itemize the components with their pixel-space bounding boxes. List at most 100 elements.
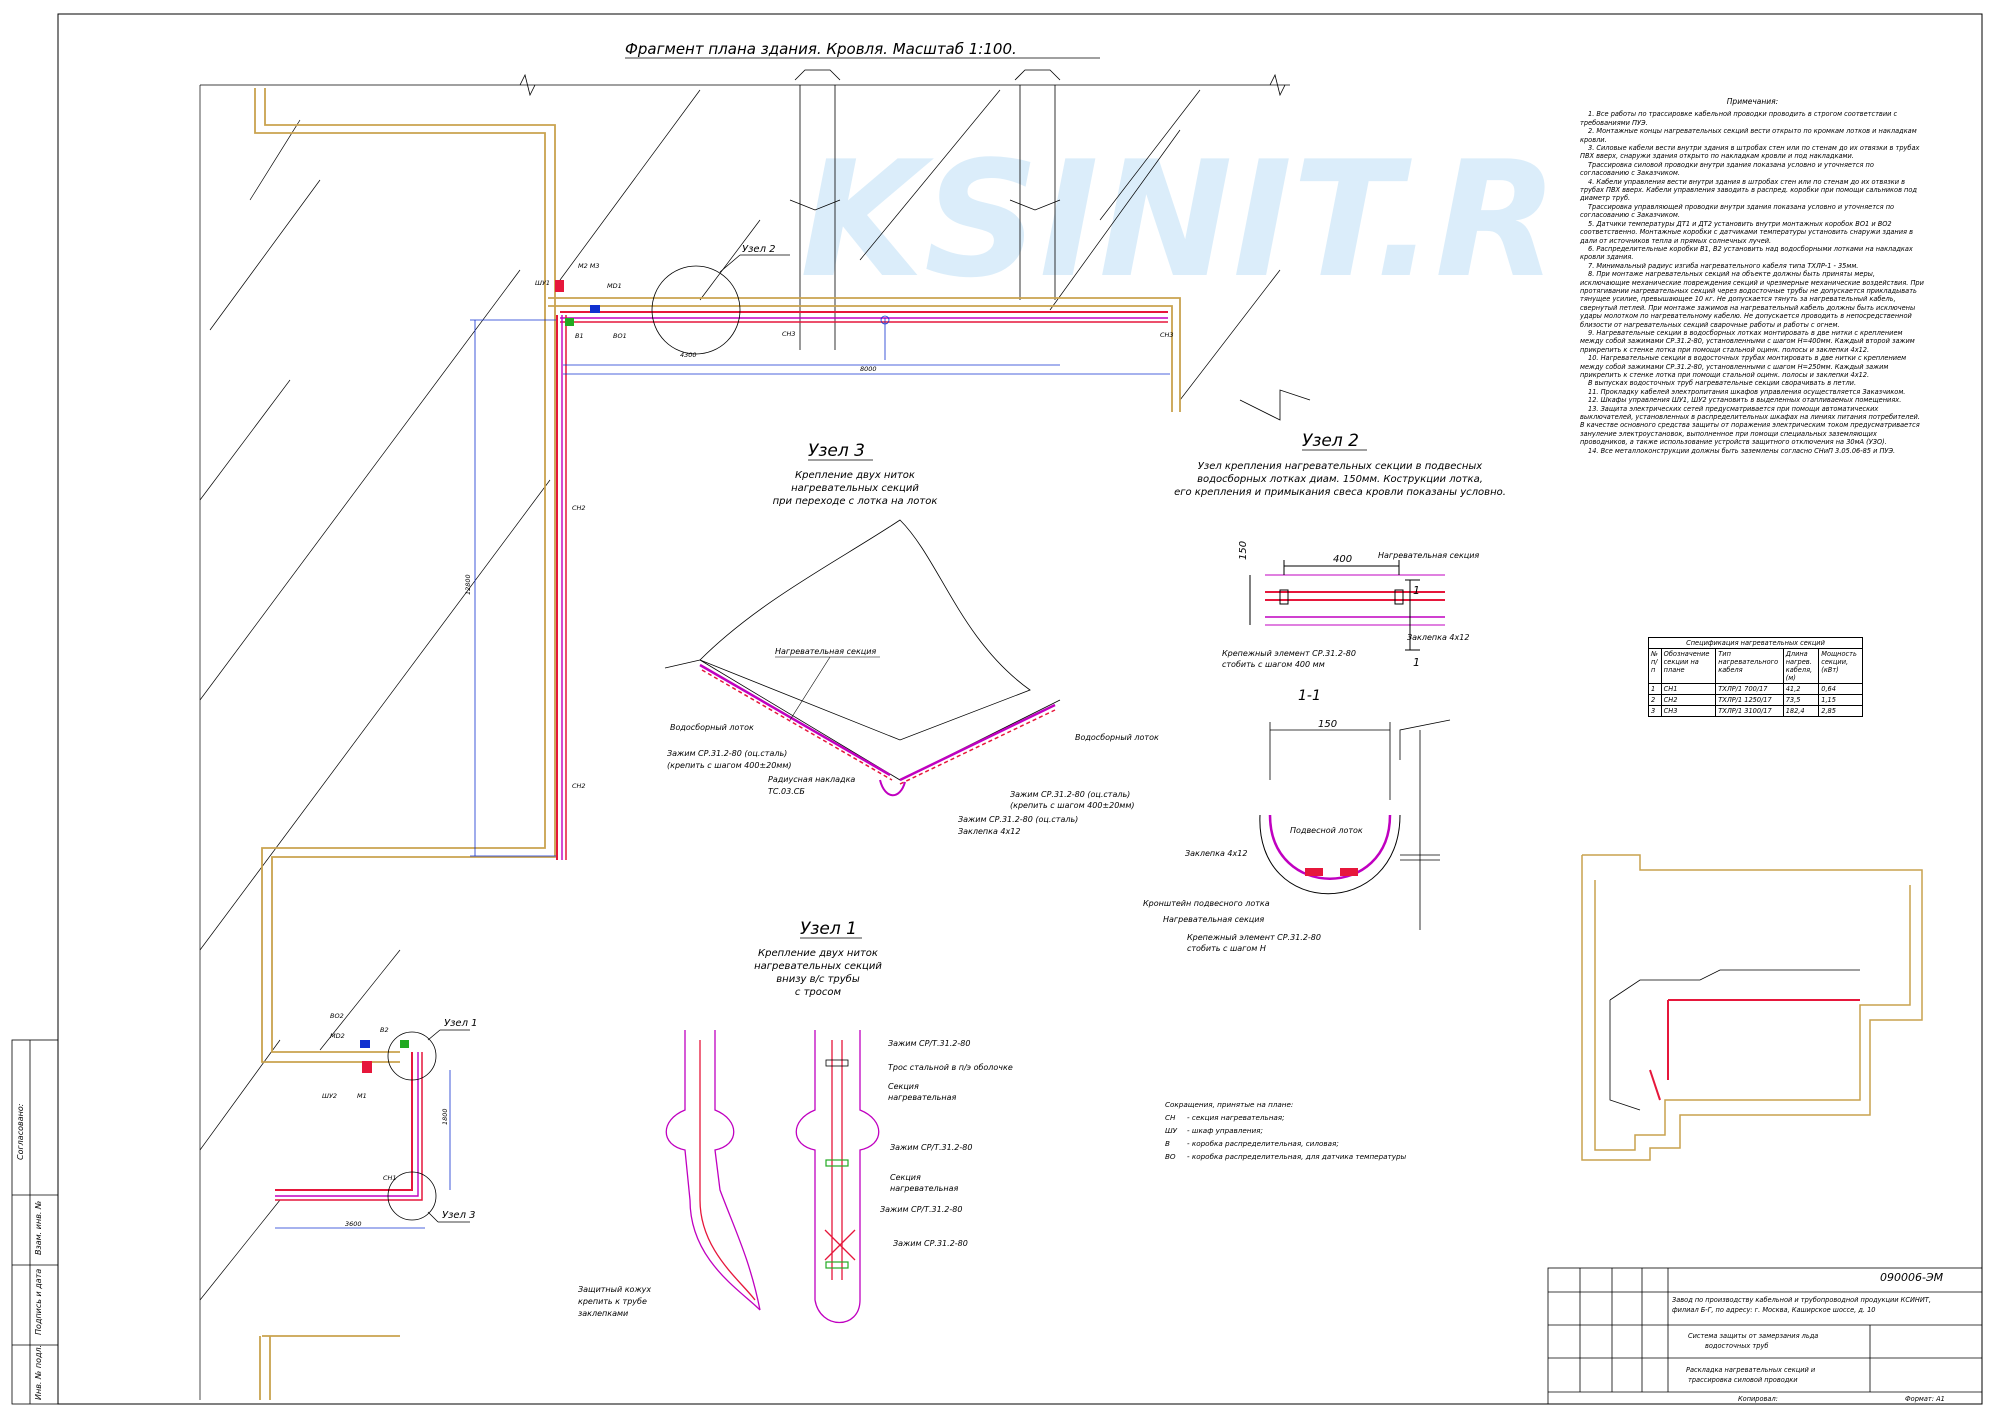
label-m2m3: М2 М3 xyxy=(578,262,600,270)
note-item: В выпусках водосточных труб нагревательн… xyxy=(1588,379,1857,388)
uzel3-clamp-right-2: (крепить с шагом 400±20мм) xyxy=(1010,801,1134,810)
note-item: 6. Распределительные коробки В1, В2 уста… xyxy=(1580,244,1913,262)
note-item: 5. Датчики температуры ДТ1 и ДТ2 установ… xyxy=(1580,219,1913,245)
table-row: 3 СН3 ТХЛР/1 3100/17 182,4 2,85 xyxy=(1648,705,1863,717)
uzel3-tray-left: Водосборный лоток xyxy=(670,723,754,732)
sheet-frame xyxy=(57,13,1983,1405)
uzel1-section1-2: нагревательная xyxy=(888,1093,956,1102)
uzel3-clamp-bottom-2: Заклепка 4х12 xyxy=(958,827,1020,836)
label-bo1: ВО1 xyxy=(613,332,627,340)
cell: ТХЛР/1 1250/17 xyxy=(1715,694,1784,706)
uzel1-cover-2: крепить к трубе xyxy=(578,1297,647,1306)
dim-4300: 4300 xyxy=(680,351,697,359)
uzel2-fix-2: стобить с шагом 400 мм xyxy=(1222,660,1325,669)
doc-code: 090006-ЭМ xyxy=(1880,1271,1944,1284)
label-v2: В2 xyxy=(380,1026,389,1034)
uzel1-clamp2: Зажим СР/Т.31.2-80 xyxy=(890,1143,972,1152)
label-sn2a: СН2 xyxy=(572,504,586,512)
cell: ТХЛР/1 3100/17 xyxy=(1715,705,1784,717)
uzel3-subtitle-3: при переходе с лотка на лоток xyxy=(773,496,938,507)
note-item: Трассировка управляющей проводки внутри … xyxy=(1580,202,1895,220)
cell: ТХЛР/1 700/17 xyxy=(1715,683,1784,695)
cell: 3 xyxy=(1648,705,1662,717)
uzel1-rope: Трос стальной в п/э оболочке xyxy=(888,1063,1013,1072)
abbreviations: Сокращения, принятые на плане: СН- секци… xyxy=(1165,1098,1406,1163)
note-item: Трассировка силовой проводки внутри здан… xyxy=(1580,160,1874,178)
label-sn3b: СН3 xyxy=(1160,331,1174,339)
note-item: 12. Шкафы управления ШУ1, ШУ2 установить… xyxy=(1588,396,1902,405)
note-item: 4. Кабели управления вести внутри здания… xyxy=(1580,177,1917,203)
abbr-row: ВО- коробка распределительная, для датчи… xyxy=(1165,1152,1407,1161)
building-hatch xyxy=(199,84,1290,1400)
note-item: 8. При монтаже нагревательных секций на … xyxy=(1580,270,1924,329)
label-sn1: СН1 xyxy=(383,1174,397,1182)
uzel1-subtitle-1: Крепление двух ниток xyxy=(758,948,878,959)
uzel2-subtitle-3: его крепления и примыкания свеса кровли … xyxy=(1174,487,1506,498)
abbr-row: В- коробка распределительная, силовая; xyxy=(1165,1139,1339,1148)
uzel2-cut-bottom: 1 xyxy=(1413,656,1420,669)
section11-rivet: Заклепка 4х12 xyxy=(1185,849,1247,858)
uzel2-dim-150: 150 xyxy=(1238,541,1249,560)
notes-head: Примечания: xyxy=(1726,97,1779,106)
abbr-row: ШУ- шкаф управления; xyxy=(1165,1126,1263,1135)
uzel3-radius-1: Радиусная накладка xyxy=(768,775,855,784)
cell: 1 xyxy=(1648,683,1662,695)
uzel2-title: Узел 2 xyxy=(1302,431,1359,451)
label-shu2: ШУ2 xyxy=(322,1092,337,1100)
table-row: 2 СН2 ТХЛР/1 1250/17 73,5 1,15 xyxy=(1648,694,1863,706)
section11-bracket: Кронштейн подвесного лотка xyxy=(1143,899,1270,908)
uzel1-subtitle-2: нагревательных секций xyxy=(754,961,882,972)
spec-header: № п/п xyxy=(1648,648,1662,684)
watermark: KSINIT.R xyxy=(800,126,1558,313)
section11-drawing xyxy=(1259,719,1451,930)
uzel3-clamp-left-2: (крепить с шагом 400±20мм) xyxy=(667,761,791,770)
cell: 2,85 xyxy=(1818,705,1863,717)
uzel1-subtitle-4: с тросом xyxy=(795,987,842,998)
heating-section-sn1 xyxy=(275,1052,423,1201)
uzel1-cover-3: заклепками xyxy=(578,1309,628,1318)
ref-uzel3: Узел 3 xyxy=(442,1210,476,1221)
plan-devices xyxy=(360,280,600,1073)
uzel1-clamp4: Зажим СР.31.2-80 xyxy=(893,1239,968,1248)
dim-3600: 3600 xyxy=(345,1220,362,1228)
section11-section: Нагревательная секция xyxy=(1163,915,1264,924)
label-md2: МD2 xyxy=(330,1032,345,1040)
uzel3-radius-2: ТС.03.СБ xyxy=(768,787,805,796)
dim-12800: 12800 xyxy=(464,574,472,595)
spec-header: Тип нагревательного кабеля xyxy=(1715,648,1784,684)
spec-header: Мощность секции, (кВт) xyxy=(1818,648,1863,684)
note-item: 9. Нагревательные секции в водосборных л… xyxy=(1580,328,1915,354)
cell: 182,4 xyxy=(1782,705,1820,717)
cell: СН3 xyxy=(1660,705,1717,717)
label-b1: В1 xyxy=(575,332,584,340)
heating-section-sn2 xyxy=(556,315,567,860)
tb-system-1: Система защиты от замерзания льда xyxy=(1688,1332,1819,1340)
note-item: 14. Все металлоконструкции должны быть з… xyxy=(1588,446,1896,455)
title-block-lines xyxy=(11,1039,1983,1405)
tb-copied: Копировал: xyxy=(1738,1395,1778,1403)
uzel2-cut-top: 1 xyxy=(1413,584,1420,597)
uzel2-section-label: Нагревательная секция xyxy=(1378,551,1479,560)
side-inv-change: Взам. инв. № xyxy=(34,1200,43,1255)
cell: 0,64 xyxy=(1818,683,1863,695)
spec-table: Спецификация нагревательных секций № п/п… xyxy=(1648,637,1863,717)
abbr-row: СН- секция нагревательная; xyxy=(1165,1113,1285,1122)
uzel3-clamp-left-1: Зажим СР.31.2-80 (оц.сталь) xyxy=(667,749,787,758)
uzel2-rivet: Заклепка 4х12 xyxy=(1407,633,1469,642)
label-bo2: ВО2 xyxy=(330,1012,344,1020)
uzel2-subtitle-2: водосборных лотках диам. 150мм. Кострукц… xyxy=(1197,473,1483,485)
uzel3-clamp-right-1: Зажим СР.31.2-80 (оц.сталь) xyxy=(1010,790,1130,799)
tb-sheet-2: трассировка силовой проводки xyxy=(1688,1376,1798,1384)
uzel3-clamp-bottom-1: Зажим СР.31.2-80 (оц.сталь) xyxy=(958,815,1078,824)
label-sn3a: СН3 xyxy=(782,330,796,338)
uzel2-dim-400: 400 xyxy=(1333,554,1352,565)
note-item: 7. Минимальный радиус изгиба нагреватель… xyxy=(1588,261,1859,270)
dim-1800: 1800 xyxy=(441,1108,449,1125)
uzel3-subtitle-2: нагревательных секций xyxy=(791,483,919,494)
note-item: 11. Прокладку кабелей электропитания шка… xyxy=(1588,387,1906,396)
uzel3-tray-right: Водосборный лоток xyxy=(1075,733,1159,742)
note-item: 1. Все работы по трассировке кабельной п… xyxy=(1580,110,1898,127)
tb-system-2: водосточных труб xyxy=(1705,1342,1769,1350)
spec-header: Длина нагрев. кабеля, (м) xyxy=(1782,648,1820,684)
uzel3-drawing xyxy=(664,519,1061,797)
